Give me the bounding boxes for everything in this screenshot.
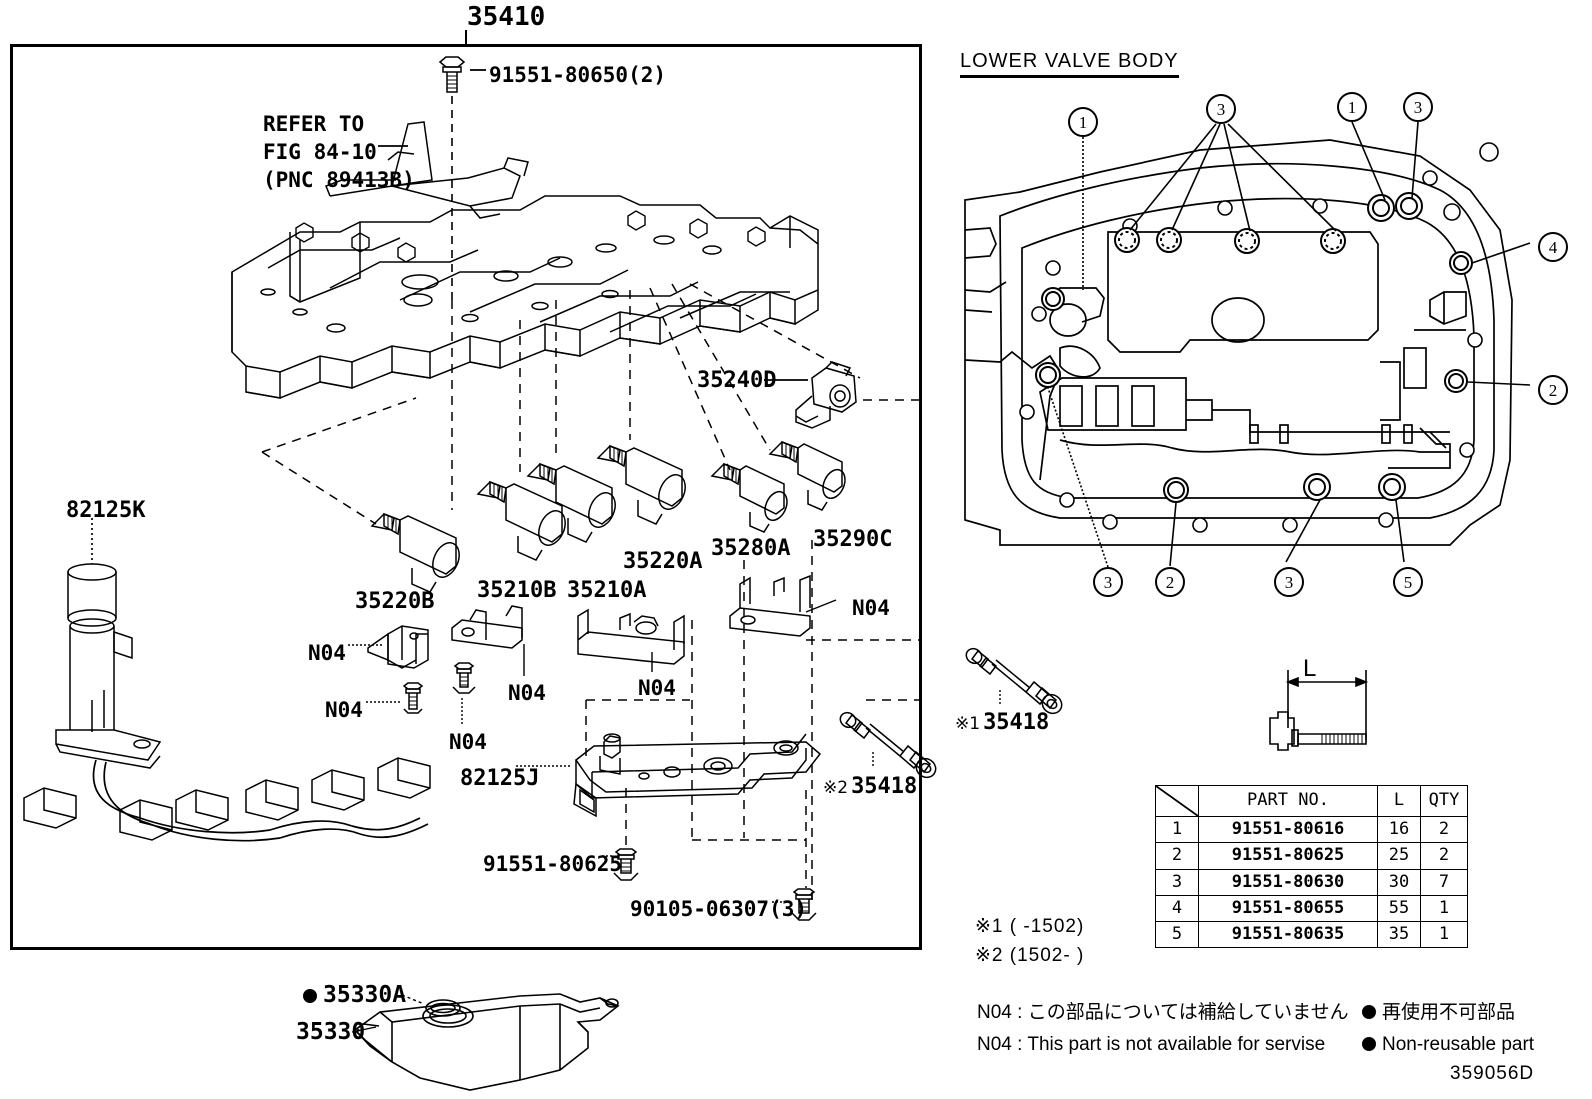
row-qty: 2 [1420,842,1468,870]
part-number-table: PART NO. L QTY 1 91551-80616 16 2 2 9155… [1155,785,1468,949]
label-91551-80650: 91551-80650(2) [489,63,667,87]
label-35210A: 35210A [567,578,647,603]
label-35330: 35330 [296,1019,366,1045]
label-35290C: 35290C [813,527,893,552]
footnote-asterisk-2: ※2 (1502- ) [975,945,1085,966]
row-part-no: 91551-80635 [1198,920,1378,949]
row-length: 25 [1377,842,1421,870]
label-35220B: 35220B [355,589,435,614]
row-qty: 2 [1420,815,1468,844]
row-index: 1 [1155,815,1199,844]
callout-1-top-right: 1 [1337,92,1367,122]
table-row: 5 91551-80635 35 1 [1155,920,1468,949]
row-length: 55 [1377,894,1421,923]
row-part-no: 91551-80616 [1198,815,1378,844]
footnote-n04-japanese: N04 : この部品については補給していません [977,1002,1349,1023]
lower-valve-body-title: LOWER VALVE BODY [960,50,1179,78]
table-header-l: L [1377,785,1421,817]
label-refer-to-line1: REFER TO [263,112,365,136]
row-index: 5 [1155,920,1199,949]
label-35330A: 35330A [323,982,407,1008]
callout-2-bottom: 2 [1155,567,1185,597]
row-part-no: 91551-80655 [1198,894,1378,923]
nonreusable-dot-icon [303,989,317,1003]
label-90105-06307: 90105-06307(3) [630,897,808,921]
footnote-asterisk-1: ※1 ( -1502) [975,916,1085,937]
table-row: 3 91551-80630 30 7 [1155,868,1468,896]
diagonal-slash-icon [1156,786,1198,816]
row-index: 4 [1155,894,1199,923]
label-82125J: 82125J [460,766,540,791]
table-row: 4 91551-80655 55 1 [1155,894,1468,923]
nonreusable-dot-icon [1362,1037,1376,1051]
table-row: 2 91551-80625 25 2 [1155,842,1468,870]
diagram-id: 359056D [1450,1063,1535,1084]
callout-2-right: 2 [1538,375,1568,405]
row-index: 2 [1155,842,1199,870]
callout-5-bottom: 5 [1393,567,1423,597]
label-35418-a: 35418 [983,710,1050,735]
label-35220A: 35220A [623,549,703,574]
label-n04-a: N04 [852,596,890,620]
table-corner-cell [1155,785,1199,817]
footnote-n04-english: N04 : This part is not available for ser… [977,1034,1326,1055]
callout-3-bottom-1: 3 [1093,567,1123,597]
table-row: 1 91551-80616 16 2 [1155,815,1468,844]
label-35410: 35410 [467,2,546,32]
row-length: 30 [1377,868,1421,896]
table-header-qty: QTY [1420,785,1468,817]
callout-3-top: 3 [1206,94,1236,124]
callout-4-right: 4 [1538,232,1568,262]
label-91551-80625: 91551-80625 [483,852,623,876]
label-refer-to-line3: (PNC 89413B) [263,168,415,192]
label-refer-to-line2: FIG 84-10 [263,140,377,164]
label-35210B: 35210B [477,578,557,603]
table-header-row: PART NO. L QTY [1155,785,1468,817]
legend-nonreusable-en-text: Non-reusable part [1382,1034,1535,1055]
main-diagram-frame [10,44,922,950]
label-82125K: 82125K [66,498,146,523]
row-part-no: 91551-80625 [1198,842,1378,870]
label-35418-b: 35418 [851,774,918,799]
row-qty: 1 [1420,894,1468,923]
bolt-dimension-label-L: L [1303,655,1317,682]
label-n04-c: N04 [508,681,546,705]
row-qty: 7 [1420,868,1468,896]
callout-3-top-right: 3 [1403,92,1433,122]
callout-1-left: 1 [1068,107,1098,137]
callout-3-bottom-2: 3 [1274,567,1304,597]
label-n04-d: N04 [638,676,676,700]
label-35240D: 35240D [697,368,777,393]
row-length: 35 [1377,920,1421,949]
row-index: 3 [1155,868,1199,896]
label-35280A: 35280A [711,536,791,561]
row-length: 16 [1377,815,1421,844]
label-35330A-group: 35330A [303,982,406,1008]
legend-nonreusable-jp-text: 再使用不可部品 [1382,1002,1516,1023]
label-n04-e: N04 [325,698,363,722]
label-n04-b: N04 [308,641,346,665]
row-part-no: 91551-80630 [1198,868,1378,896]
legend-nonreusable-jp: 再使用不可部品 [1362,997,1515,1024]
nonreusable-dot-icon [1362,1005,1376,1019]
table-header-part-no: PART NO. [1198,785,1378,817]
label-n04-f: N04 [449,730,487,754]
legend-nonreusable-en: Non-reusable part [1362,1034,1534,1056]
row-qty: 1 [1420,920,1468,949]
asterisk-marker-2: ※2 [823,778,849,798]
asterisk-marker-1: ※1 [955,714,981,734]
